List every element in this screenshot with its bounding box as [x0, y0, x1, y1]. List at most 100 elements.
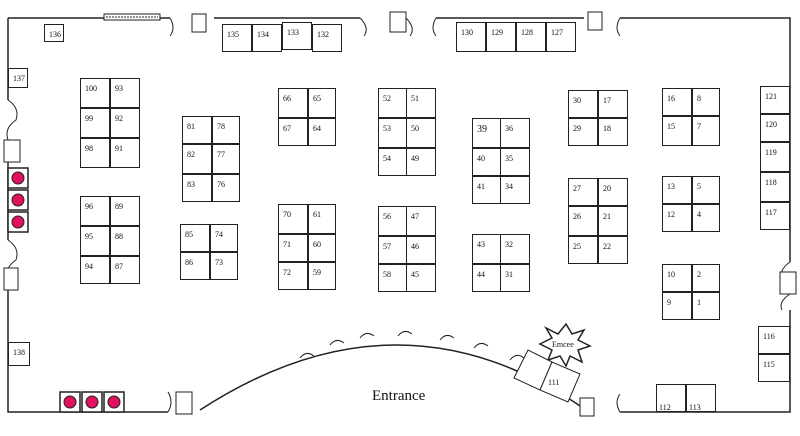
booth-99[interactable]: 99 [80, 108, 110, 138]
booth-65[interactable]: 65 [308, 88, 336, 118]
booth-56[interactable]: 56 [378, 206, 408, 236]
booth-18[interactable]: 18 [598, 118, 628, 146]
booth-137[interactable]: 137 [8, 68, 28, 88]
booth-116[interactable]: 116 [758, 326, 790, 354]
booth-135[interactable]: 135 [222, 24, 252, 52]
booth-12[interactable]: 12 [662, 204, 692, 232]
booth-51[interactable]: 51 [406, 88, 436, 118]
booth-17[interactable]: 17 [598, 90, 628, 118]
booth-64[interactable]: 64 [308, 118, 336, 146]
booth-129[interactable]: 129 [486, 22, 516, 52]
booth-112[interactable]: 112 [656, 384, 686, 412]
booth-29[interactable]: 29 [568, 118, 598, 146]
booth-13[interactable]: 13 [662, 176, 692, 204]
booth-16[interactable]: 16 [662, 88, 692, 116]
booth-30[interactable]: 30 [568, 90, 598, 118]
booth-71[interactable]: 71 [278, 234, 308, 262]
booth-82[interactable]: 82 [182, 144, 212, 174]
booth-74[interactable]: 74 [210, 224, 238, 252]
booth-134[interactable]: 134 [252, 24, 282, 52]
booth-41[interactable]: 41 [472, 176, 502, 204]
booth-50[interactable]: 50 [406, 118, 436, 148]
booth-53[interactable]: 53 [378, 118, 408, 148]
booth-61[interactable]: 61 [308, 204, 336, 234]
booth-67[interactable]: 67 [278, 118, 308, 146]
booth-118[interactable]: 118 [760, 172, 790, 202]
booth-72[interactable]: 72 [278, 262, 308, 290]
booth-88[interactable]: 88 [110, 226, 140, 256]
booth-128[interactable]: 128 [516, 22, 546, 52]
booth-81[interactable]: 81 [182, 116, 212, 144]
booth-98[interactable]: 98 [80, 138, 110, 168]
booth-132[interactable]: 132 [312, 24, 342, 52]
booth-92[interactable]: 92 [110, 108, 140, 138]
booth-2[interactable]: 2 [692, 264, 720, 292]
booth-66[interactable]: 66 [278, 88, 308, 118]
booth-label: 82 [187, 150, 195, 159]
booth-111[interactable]: 111 [540, 374, 566, 392]
booth-45[interactable]: 45 [406, 264, 436, 292]
booth-60[interactable]: 60 [308, 234, 336, 262]
booth-91[interactable]: 91 [110, 138, 140, 168]
booth-31[interactable]: 31 [500, 264, 530, 292]
booth-89[interactable]: 89 [110, 196, 140, 226]
booth-58[interactable]: 58 [378, 264, 408, 292]
booth-127[interactable]: 127 [546, 22, 576, 52]
booth-25[interactable]: 25 [568, 236, 598, 264]
booth-96[interactable]: 96 [80, 196, 110, 226]
booth-36[interactable]: 36 [500, 118, 530, 148]
booth-77[interactable]: 77 [212, 144, 240, 174]
booth-34[interactable]: 34 [500, 176, 530, 204]
booth-113[interactable]: 113 [686, 384, 716, 412]
booth-4[interactable]: 4 [692, 204, 720, 232]
booth-86[interactable]: 86 [180, 252, 210, 280]
booth-117[interactable]: 117 [760, 202, 790, 230]
booth-85[interactable]: 85 [180, 224, 210, 252]
booth-8[interactable]: 8 [692, 88, 720, 116]
booth-9[interactable]: 9 [662, 292, 692, 320]
booth-136[interactable]: 136 [44, 24, 64, 42]
booth-121[interactable]: 121 [760, 86, 790, 114]
booth-115[interactable]: 115 [758, 354, 790, 382]
booth-15[interactable]: 15 [662, 116, 692, 146]
booth-22[interactable]: 22 [598, 236, 628, 264]
booth-32[interactable]: 32 [500, 234, 530, 264]
booth-52[interactable]: 52 [378, 88, 408, 118]
booth-59[interactable]: 59 [308, 262, 336, 290]
booth-27[interactable]: 27 [568, 178, 598, 206]
booth-83[interactable]: 83 [182, 174, 212, 202]
booth-7[interactable]: 7 [692, 116, 720, 146]
booth-40[interactable]: 40 [472, 148, 502, 176]
booth-93[interactable]: 93 [110, 78, 140, 108]
booth-43[interactable]: 43 [472, 234, 502, 264]
booth-94[interactable]: 94 [80, 256, 110, 284]
booth-44[interactable]: 44 [472, 264, 502, 292]
booth-26[interactable]: 26 [568, 206, 598, 236]
booth-70[interactable]: 70 [278, 204, 308, 234]
booth-label: 133 [287, 28, 299, 37]
booth-95[interactable]: 95 [80, 226, 110, 256]
booth-1[interactable]: 1 [692, 292, 720, 320]
booth-57[interactable]: 57 [378, 236, 408, 264]
booth-100[interactable]: 100 [80, 78, 110, 108]
booth-138[interactable]: 138 [8, 342, 30, 366]
booth-54[interactable]: 54 [378, 148, 408, 176]
booth-49[interactable]: 49 [406, 148, 436, 176]
booth-10[interactable]: 10 [662, 264, 692, 292]
booth-39[interactable]: 39 [472, 118, 502, 148]
booth-73[interactable]: 73 [210, 252, 238, 280]
booth-87[interactable]: 87 [110, 256, 140, 284]
booth-130[interactable]: 130 [456, 22, 486, 52]
booth-120[interactable]: 120 [760, 114, 790, 142]
booth-76[interactable]: 76 [212, 174, 240, 202]
booth-78[interactable]: 78 [212, 116, 240, 144]
booth-119[interactable]: 119 [760, 142, 790, 172]
booth-133[interactable]: 133 [282, 22, 312, 50]
booth-35[interactable]: 35 [500, 148, 530, 176]
booth-5[interactable]: 5 [692, 176, 720, 204]
booth-label: 128 [521, 28, 533, 37]
booth-47[interactable]: 47 [406, 206, 436, 236]
booth-20[interactable]: 20 [598, 178, 628, 206]
booth-46[interactable]: 46 [406, 236, 436, 264]
booth-21[interactable]: 21 [598, 206, 628, 236]
